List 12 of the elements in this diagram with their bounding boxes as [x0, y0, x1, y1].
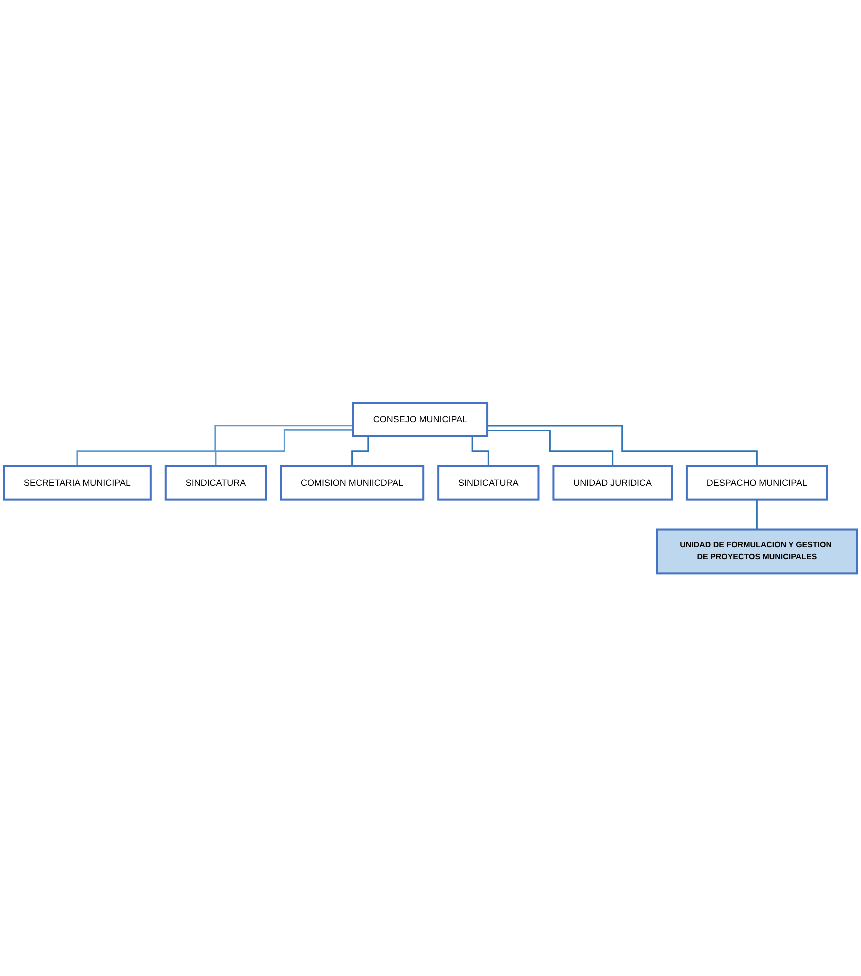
node-box: DESPACHO MUNICIPAL	[686, 465, 828, 500]
connector	[756, 498, 758, 530]
node-box: COMISION MUNIICDPAL	[280, 465, 425, 500]
node-box: SINDICATURA	[438, 465, 540, 500]
node-box: UNIDAD JURIDICA	[552, 465, 673, 500]
connector	[215, 429, 354, 467]
node-box: SINDICATURA	[164, 465, 268, 500]
connector	[488, 424, 758, 467]
connector	[488, 430, 614, 467]
node-box: SECRETARIA MUNICIPAL	[3, 465, 152, 500]
connector	[76, 424, 354, 467]
node-box: CONSEJO MUNICIPAL	[352, 402, 489, 438]
